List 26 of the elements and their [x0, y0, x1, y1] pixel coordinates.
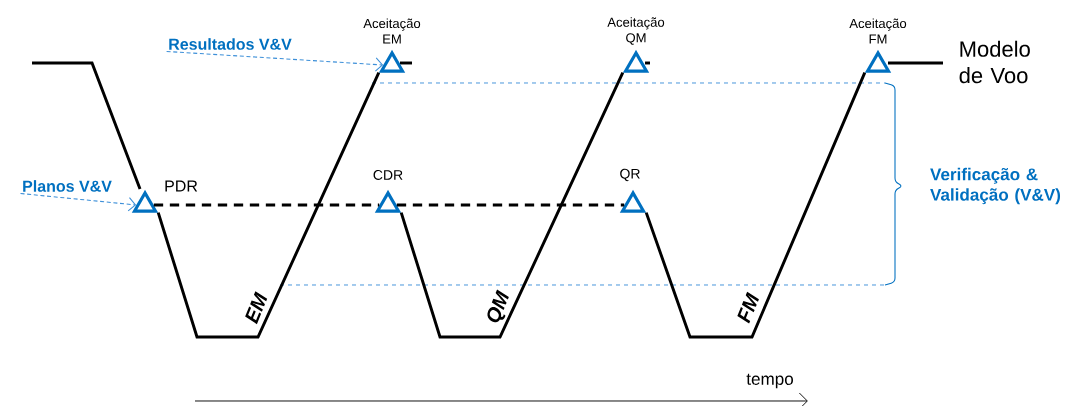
connector-line — [396, 203, 625, 207]
milestone-triangle: Aceitação EM — [363, 18, 421, 73]
modelo-label: Modelo de Voo — [959, 40, 1030, 84]
node-label: PDR — [165, 180, 198, 192]
arrow — [166, 50, 384, 72]
phase-label: QM — [487, 289, 509, 323]
phase-label: FM — [737, 291, 759, 324]
process-curve — [156, 72, 381, 339]
milestone-triangle: CDR — [373, 170, 403, 213]
process-curve — [399, 72, 625, 339]
node-label: Aceitação FM — [849, 18, 907, 44]
milestone-triangle: Aceitação QM — [607, 17, 665, 73]
bracket-label: Verificação & Validação (V&V) — [930, 167, 1061, 205]
node-label: Aceitação EM — [363, 18, 421, 44]
node-label: QR — [620, 168, 640, 182]
node-label: Aceitação QM — [607, 17, 665, 45]
milestone-triangle: Aceitação FM — [849, 18, 907, 73]
process-curve — [644, 72, 867, 339]
node-label: Planos V&V — [23, 180, 112, 192]
node-label: Resultados V&V — [169, 38, 292, 50]
node-label: CDR — [373, 170, 403, 180]
milestone-triangle: PDR — [131, 180, 198, 213]
axis-label: tempo — [746, 373, 793, 389]
connector-line — [153, 203, 380, 207]
arrow — [19, 192, 137, 212]
phase-label: EM — [245, 291, 268, 325]
